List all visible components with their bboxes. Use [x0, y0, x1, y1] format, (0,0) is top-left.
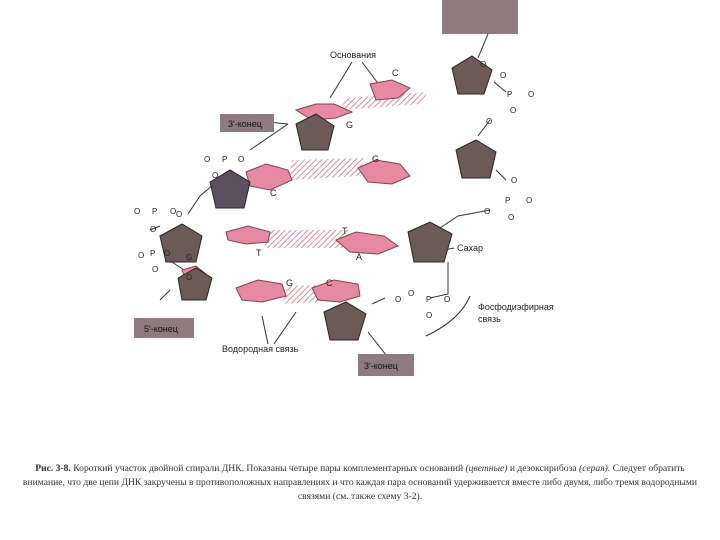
- sugars: [159, 55, 497, 341]
- caption-label: Рис. 3-8.: [35, 463, 71, 474]
- bases: [181, 79, 411, 303]
- base-g2a: [245, 163, 293, 191]
- svg-text:O: O: [186, 273, 192, 282]
- sugar-l3: [159, 223, 203, 263]
- phosphate-l2: O P O O O: [134, 207, 182, 234]
- svg-text:C: C: [392, 68, 399, 78]
- label-three-end-bottom: 3'-конец: [364, 361, 398, 371]
- svg-text:O: O: [528, 90, 534, 99]
- label-phosphodiester-2: связь: [478, 314, 501, 324]
- svg-text:G: G: [186, 253, 192, 262]
- svg-text:O: O: [508, 213, 514, 222]
- caption-gray-note: (серая).: [579, 463, 611, 474]
- phosphate-bottom: O P O O O: [395, 289, 450, 320]
- base-t-left: [225, 225, 271, 245]
- svg-text:O: O: [510, 106, 516, 115]
- base-letters: C G G C T T A G C: [256, 68, 399, 288]
- svg-text:O: O: [486, 117, 492, 126]
- three-end-bottom-box: [358, 354, 414, 376]
- sugar-l1: [295, 113, 335, 151]
- five-end-box: [134, 318, 194, 338]
- svg-text:O: O: [164, 249, 170, 258]
- svg-text:O: O: [212, 171, 218, 180]
- svg-text:P: P: [150, 249, 155, 258]
- label-phosphodiester-1: Фосфодиэфирная: [478, 302, 554, 312]
- label-five-end: 5'-конец: [144, 324, 178, 334]
- figure-caption: Рис. 3-8. Короткий участок двойной спира…: [14, 462, 706, 504]
- svg-text:O: O: [152, 265, 158, 274]
- svg-text:O: O: [134, 207, 140, 216]
- svg-text:O: O: [484, 207, 490, 216]
- svg-text:P: P: [505, 196, 510, 205]
- svg-text:O: O: [408, 289, 414, 298]
- svg-text:O: O: [395, 295, 401, 304]
- base-c4: [311, 279, 361, 303]
- svg-text:O: O: [150, 225, 156, 234]
- label-three-end-top: 3'-конец: [228, 119, 262, 129]
- svg-text:T: T: [342, 226, 348, 236]
- svg-text:G: G: [346, 120, 353, 130]
- svg-text:O: O: [204, 155, 210, 164]
- base-a: [335, 231, 400, 255]
- caption-colored-note: (цветные): [465, 463, 508, 474]
- base-c1: [369, 79, 411, 101]
- sugar-r3: [407, 221, 453, 263]
- three-end-top-box: [220, 114, 274, 132]
- phosphate-groups: O O P O O O O P O O O O P O O O P O O O: [134, 60, 534, 320]
- svg-text:C: C: [326, 278, 333, 288]
- phosphate-r1: O O P O O O: [480, 60, 534, 126]
- svg-text:O: O: [176, 210, 182, 219]
- phosphate-l3: O P O O O G: [138, 249, 192, 282]
- svg-text:G: G: [372, 154, 379, 164]
- caption-text-1: Короткий участок двойной спирали ДНК. По…: [73, 463, 464, 474]
- svg-text:P: P: [152, 207, 157, 216]
- svg-text:O: O: [170, 207, 176, 216]
- svg-text:O: O: [500, 71, 506, 80]
- svg-text:T: T: [256, 248, 262, 258]
- caption-text-2: и дезоксирибоза: [509, 463, 577, 474]
- label-sugar: Сахар: [457, 243, 483, 253]
- svg-text:O: O: [511, 176, 517, 185]
- phosphate-l1: O P O O: [204, 155, 244, 180]
- caption-text-3: Следует обратить внимание, что две цепи …: [22, 463, 698, 502]
- svg-text:P: P: [426, 295, 431, 304]
- svg-text:C: C: [270, 188, 277, 198]
- svg-text:O: O: [526, 196, 532, 205]
- label-hydrogen-bond: Водородная связь: [222, 344, 299, 354]
- svg-text:O: O: [426, 311, 432, 320]
- svg-text:O: O: [238, 155, 244, 164]
- sugar-l2: [209, 169, 251, 209]
- svg-text:A: A: [356, 252, 362, 262]
- label-bases: Основания: [330, 50, 376, 60]
- svg-text:O: O: [480, 60, 486, 69]
- svg-text:O: O: [138, 251, 144, 260]
- base-g4: [235, 279, 287, 303]
- sugar-r1: [451, 55, 493, 95]
- sugar-bottom: [323, 301, 367, 341]
- sugar-l4: [177, 267, 213, 301]
- phosphate-r2: O P O O O: [484, 176, 532, 222]
- sugar-r2: [455, 139, 497, 179]
- svg-text:P: P: [507, 90, 512, 99]
- top-cropped-label-box: [442, 0, 518, 34]
- svg-text:G: G: [286, 278, 293, 288]
- svg-text:O: O: [444, 295, 450, 304]
- svg-text:P: P: [222, 155, 227, 164]
- base-g2b: [357, 159, 411, 185]
- backbone-lines: [149, 33, 507, 361]
